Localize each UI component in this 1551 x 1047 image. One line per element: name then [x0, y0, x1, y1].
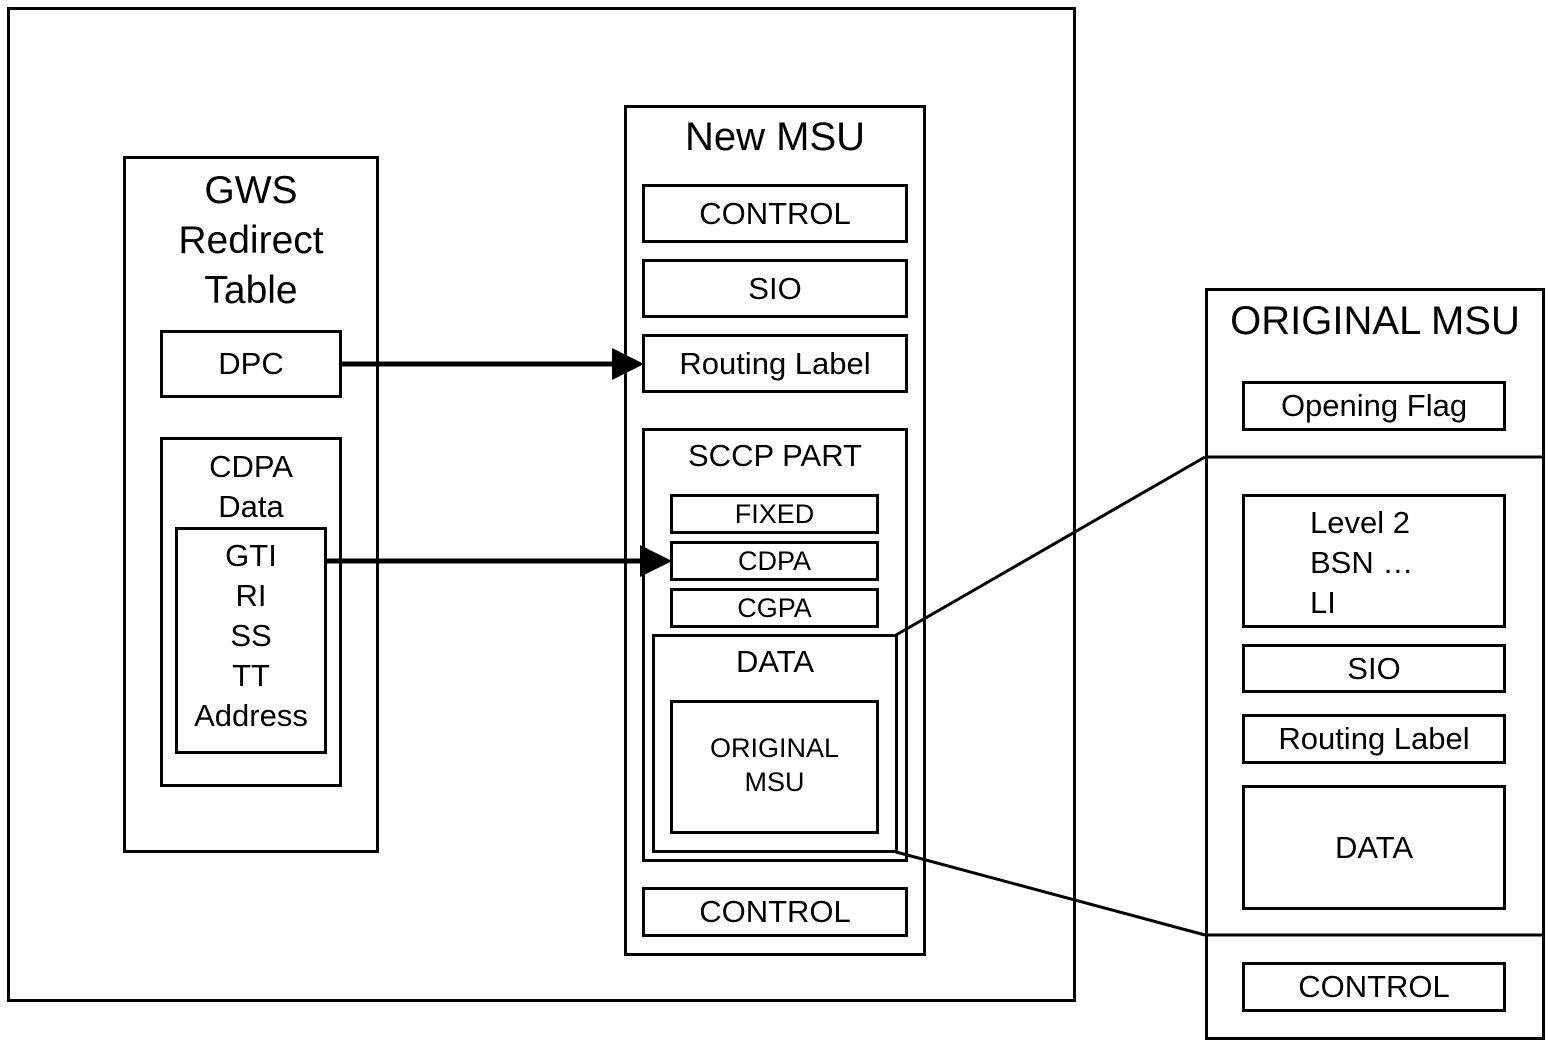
new-msu-control-bottom: CONTROL	[642, 887, 908, 937]
cdpa-data-block	[160, 437, 342, 787]
cdpa-data-title: CDPA Data	[209, 449, 293, 524]
dpc-field: DPC	[160, 330, 342, 398]
new-msu-control-top-label: CONTROL	[699, 195, 851, 231]
gws-table-title: GWS Redirect Table	[178, 169, 324, 312]
new-msu-sio: SIO	[642, 259, 908, 318]
original-sio: SIO	[1242, 644, 1506, 693]
new-msu-routing-label: Routing Label	[642, 334, 908, 393]
opening-flag-label: Opening Flag	[1280, 388, 1468, 423]
dpc-label: DPC	[218, 346, 284, 381]
original-routing-label: Routing Label	[1242, 714, 1506, 764]
new-msu-title: New MSU	[684, 115, 866, 159]
sccp-cgpa: CGPA	[670, 588, 879, 628]
original-control: CONTROL	[1242, 962, 1506, 1012]
gws-redirect-table	[123, 156, 379, 853]
original-msu	[1205, 288, 1545, 1040]
sccp-data-title: DATA	[735, 644, 815, 679]
original-msu-title: ORIGINAL MSU	[1230, 299, 1520, 343]
sccp-fixed-label: FIXED	[734, 498, 815, 529]
sccp-part-title: SCCP PART	[688, 438, 862, 473]
cdpa-fields-list: GTI RI SS TT Address	[194, 538, 308, 733]
level2-block	[1242, 494, 1506, 628]
embedded-original-msu-label: ORIGINAL MSU	[709, 733, 840, 797]
embedded-original-msu	[670, 700, 879, 834]
new-msu-control-bottom-label: CONTROL	[699, 894, 851, 929]
new-msu-sio-label: SIO	[748, 270, 802, 306]
sccp-data	[652, 634, 898, 853]
original-control-label: CONTROL	[1298, 969, 1450, 1004]
sccp-fixed: FIXED	[670, 494, 879, 534]
level2-fields: Level 2 BSN … LI	[1310, 505, 1414, 620]
sccp-cdpa-label: CDPA	[737, 545, 811, 576]
sccp-cdpa: CDPA	[670, 541, 879, 581]
new-msu-routing-label-text: Routing Label	[679, 345, 871, 381]
sccp-part	[642, 428, 908, 862]
original-sio-label: SIO	[1347, 650, 1401, 686]
sccp-cgpa-label: CGPA	[737, 592, 812, 623]
cdpa-fields-box	[175, 527, 327, 754]
original-data: DATA	[1242, 785, 1506, 910]
new-msu-control-top: CONTROL	[642, 184, 908, 243]
original-routing-label-text: Routing Label	[1278, 721, 1470, 756]
opening-flag: Opening Flag	[1242, 381, 1506, 431]
original-data-label: DATA	[1334, 829, 1414, 865]
